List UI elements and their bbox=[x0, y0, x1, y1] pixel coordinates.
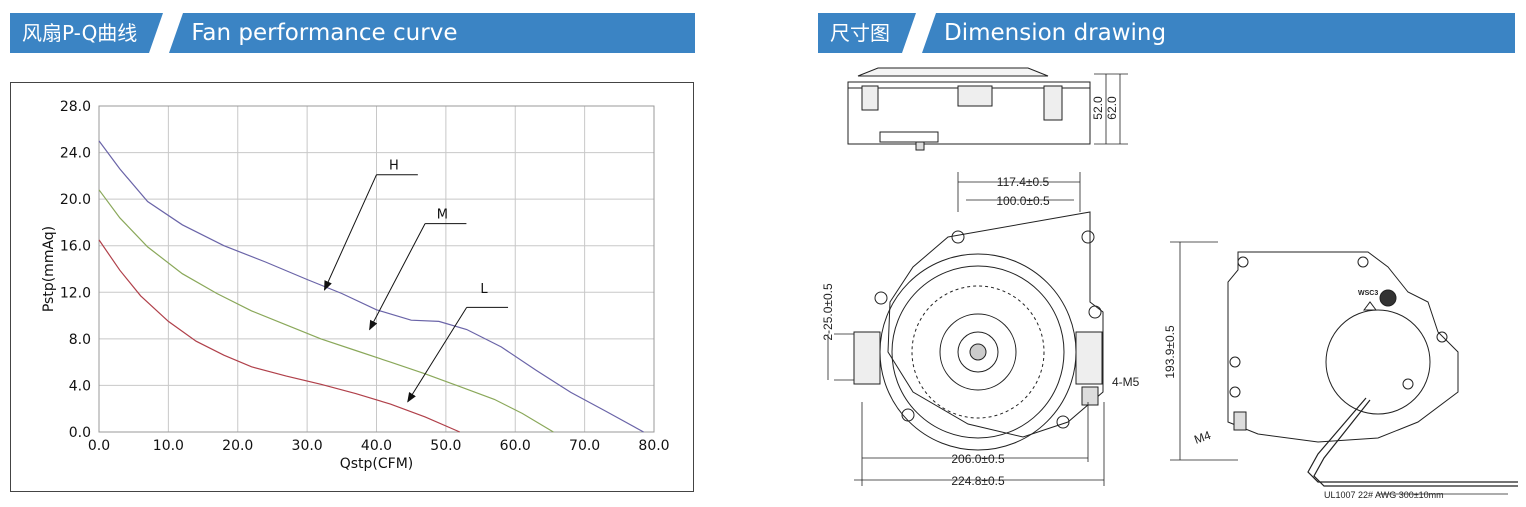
x-tick-label: 0.0 bbox=[88, 438, 110, 454]
x-tick-label: 70.0 bbox=[569, 438, 600, 454]
y-tick-label: 28.0 bbox=[60, 99, 91, 115]
x-axis-title: Qstp(CFM) bbox=[340, 456, 414, 472]
dim-224-8: 224.8±0.5 bbox=[951, 474, 1005, 488]
performance-curve-header: 风扇P-Q曲线 Fan performance curve bbox=[10, 13, 695, 53]
x-tick-label: 80.0 bbox=[638, 438, 669, 454]
dim-193-9: 193.9±0.5 bbox=[1163, 325, 1177, 379]
series-line-h bbox=[98, 140, 644, 433]
rear-label-wsc3: WSC3 bbox=[1358, 290, 1378, 297]
y-tick-label: 0.0 bbox=[69, 425, 91, 441]
x-tick-label: 60.0 bbox=[500, 438, 531, 454]
side-view: 52.0 62.0 bbox=[847, 67, 1128, 151]
dim-2-25: 2-25.0±0.5 bbox=[821, 283, 835, 341]
dim-62: 62.0 bbox=[1105, 96, 1119, 120]
y-tick-label: 24.0 bbox=[60, 146, 91, 162]
header-en-title: Fan performance curve bbox=[183, 13, 695, 53]
x-tick-label: 50.0 bbox=[430, 438, 461, 454]
series-line-l bbox=[98, 239, 461, 433]
annotation-arrow-l bbox=[407, 307, 468, 403]
pq-chart: 0.0 10.0 20.0 30.0 40.0 50.0 60.0 70.0 80.0 0.0 4.… bbox=[41, 99, 670, 472]
header-divider-slash bbox=[149, 13, 184, 53]
y-axis-title: Pstp(mmAq) bbox=[41, 226, 57, 312]
x-tick-label: 30.0 bbox=[292, 438, 323, 454]
y-tick-label: 12.0 bbox=[60, 285, 91, 301]
dim-52: 52.0 bbox=[1091, 96, 1105, 120]
plot-frame bbox=[98, 105, 655, 433]
header-cn-title: 尺寸图 bbox=[818, 13, 902, 53]
dim-117-4: 117.4±0.5 bbox=[997, 175, 1050, 189]
dim-m4: M4 bbox=[1192, 428, 1213, 447]
series-line-m bbox=[98, 189, 554, 433]
dim-100: 100.0±0.5 bbox=[996, 194, 1050, 208]
rear-view: 193.9±0.5 WSC3 M4 UL1007 22# AWG 300±10m… bbox=[1163, 241, 1518, 500]
x-tick-label: 10.0 bbox=[153, 438, 184, 454]
annotation-label-m: M bbox=[437, 208, 448, 223]
x-tick-label: 20.0 bbox=[222, 438, 253, 454]
header-cn-title: 风扇P-Q曲线 bbox=[10, 13, 150, 53]
dim-cable: UL1007 22# AWG 300±10mm bbox=[1324, 490, 1444, 500]
y-tick-label: 20.0 bbox=[60, 192, 91, 208]
x-tick-label: 40.0 bbox=[361, 438, 392, 454]
annotation-arrow-h bbox=[324, 174, 377, 291]
dim-206: 206.0±0.5 bbox=[951, 452, 1005, 466]
pq-chart-panel: 0.0 10.0 20.0 30.0 40.0 50.0 60.0 70.0 80.0 0.0 4.… bbox=[10, 82, 694, 492]
y-tick-label: 8.0 bbox=[69, 332, 91, 348]
annotation-arrow-m bbox=[369, 223, 426, 331]
dim-4-m5: 4-M5 bbox=[1112, 375, 1140, 389]
y-tick-label: 4.0 bbox=[69, 378, 91, 394]
header-divider-slash bbox=[902, 13, 936, 53]
y-tick-label: 16.0 bbox=[60, 239, 91, 255]
dimension-drawing: 52.0 62.0 117.4±0.5 100.0±0.5 2-25.0±0.5… bbox=[821, 67, 1518, 500]
dimension-drawing-header: 尺寸图 Dimension drawing bbox=[818, 13, 1515, 53]
annotation-label-l: L bbox=[480, 282, 488, 297]
header-en-title: Dimension drawing bbox=[936, 13, 1515, 53]
annotation-label-h: H bbox=[389, 159, 399, 174]
front-view: 117.4±0.5 100.0±0.5 2-25.0±0.5 4-M5 206.… bbox=[821, 172, 1140, 488]
